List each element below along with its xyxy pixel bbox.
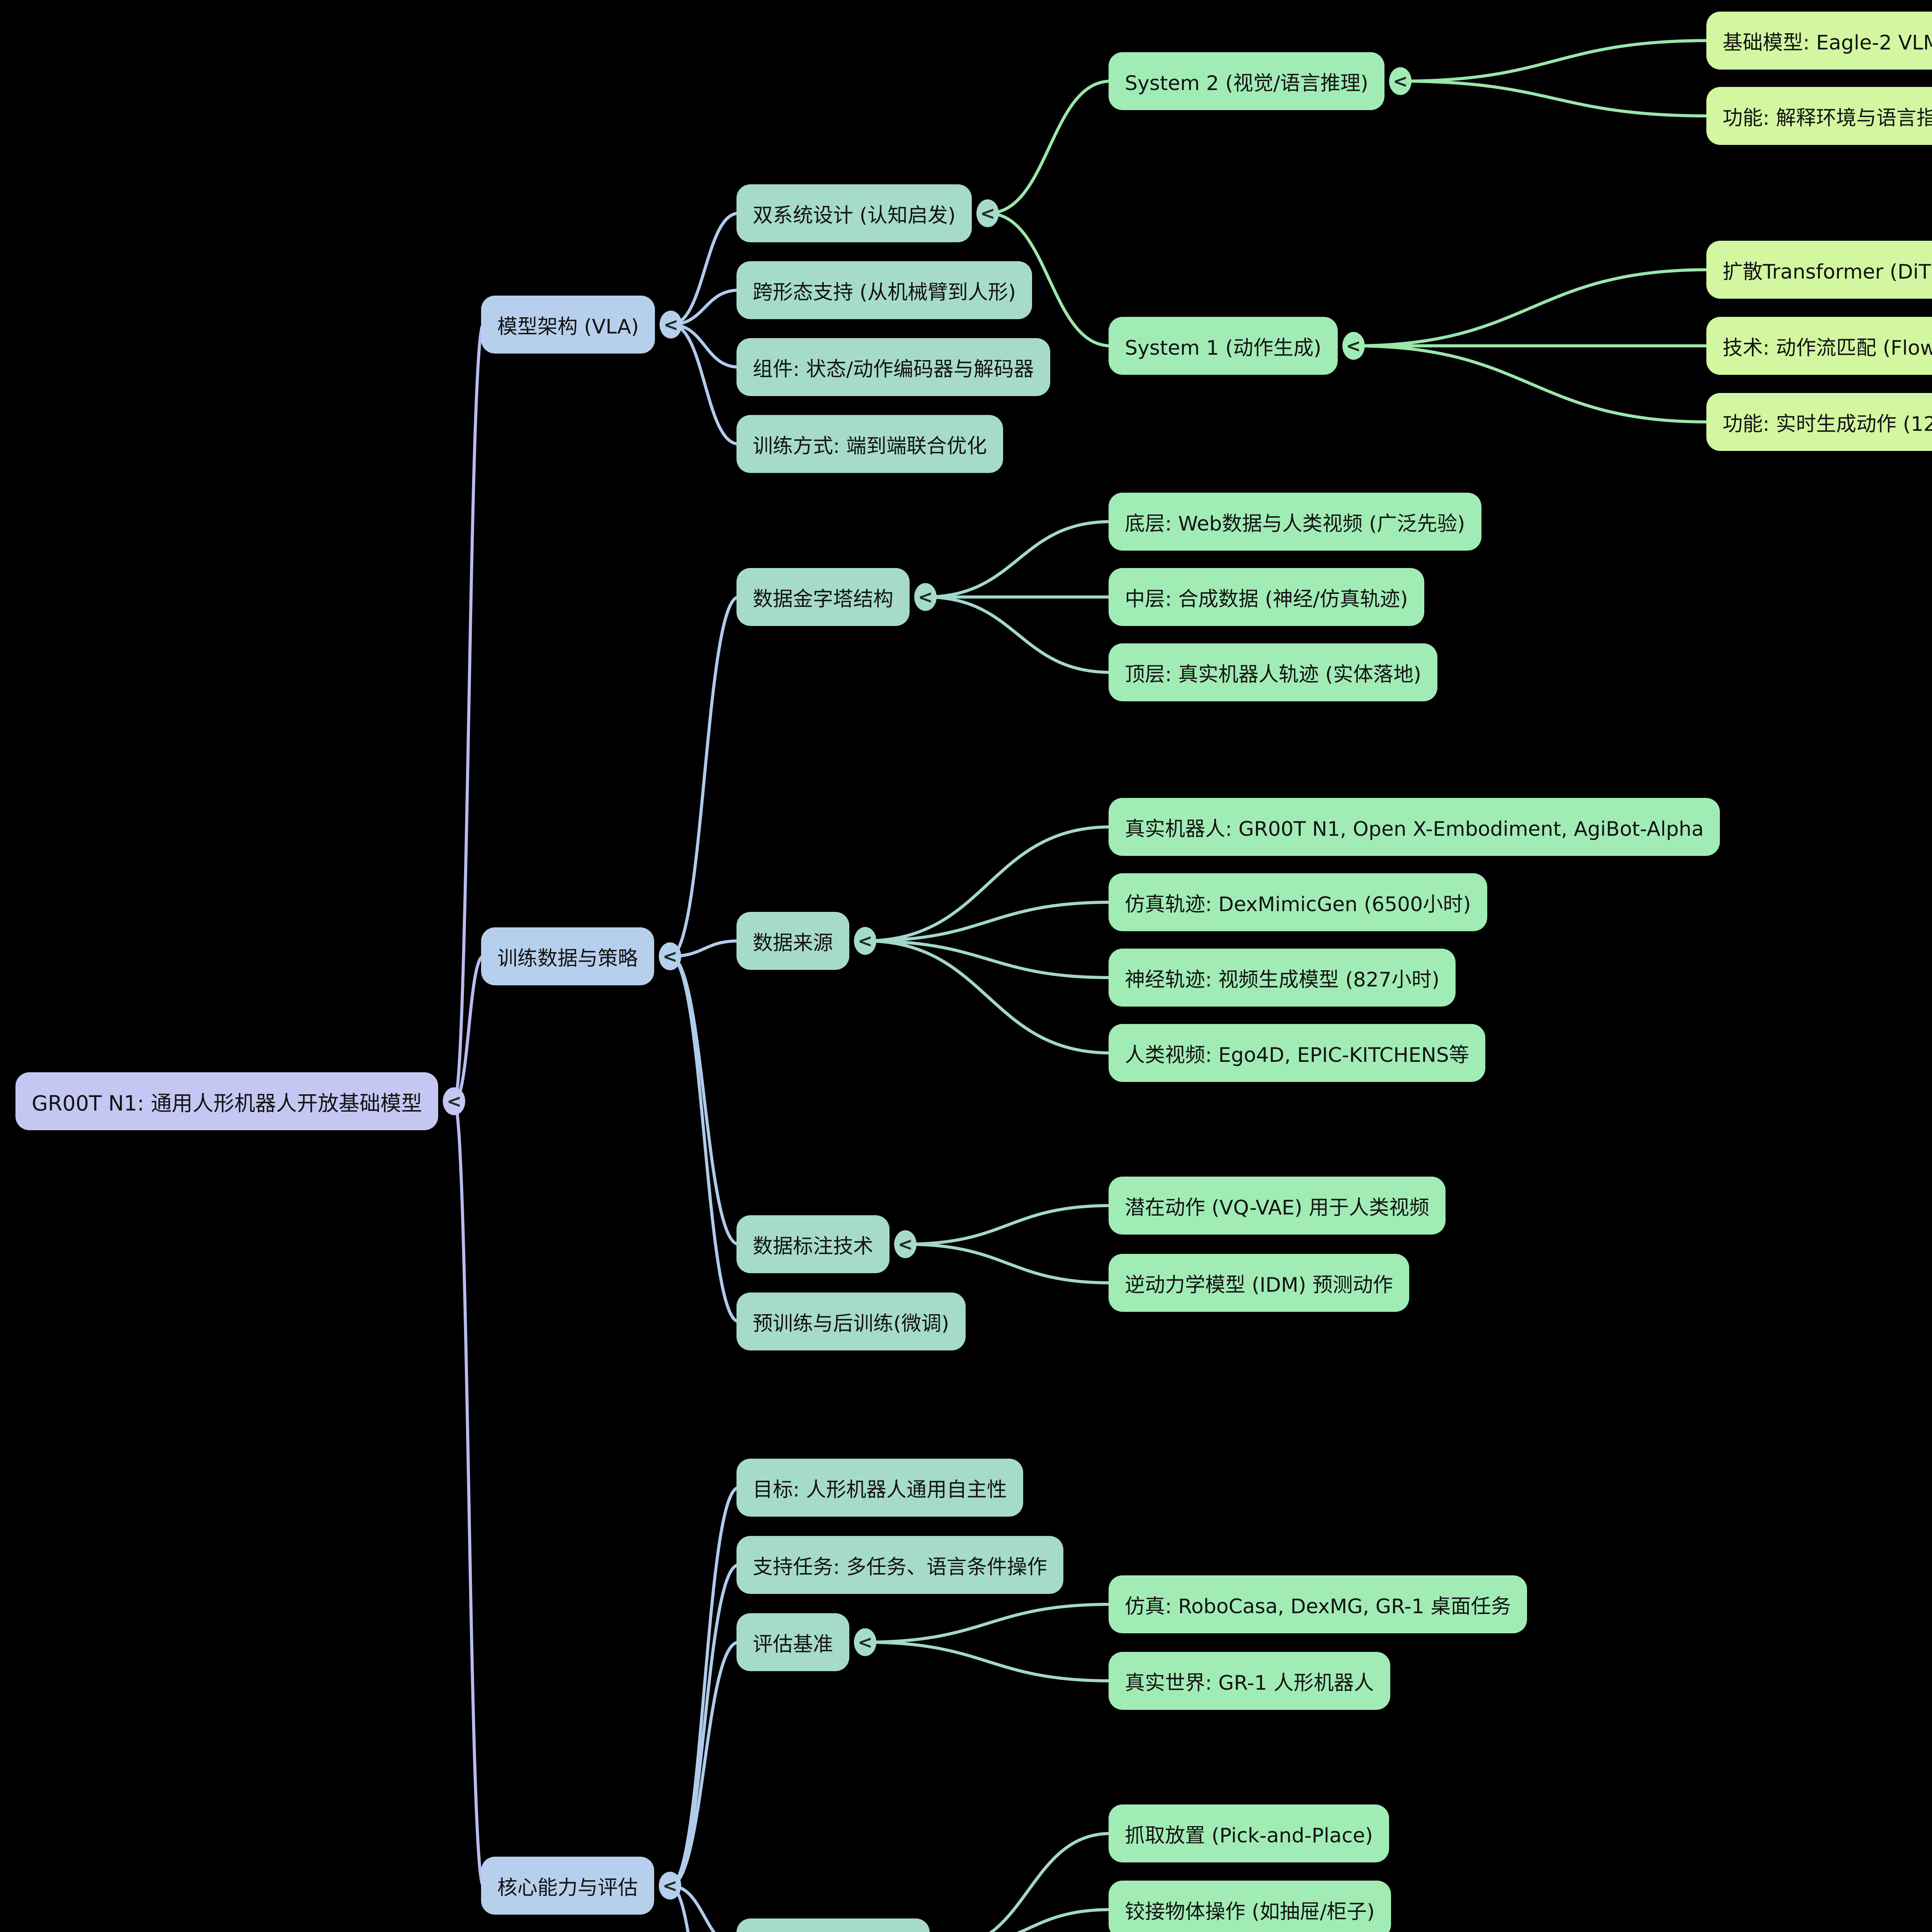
node-components[interactable]: 组件: 状态/动作编码器与解码器 xyxy=(736,338,1050,396)
node-label: 中层: 合成数据 (神经/仿真轨迹) xyxy=(1109,568,1424,626)
node-label: 目标: 人形机器人通用自主性 xyxy=(736,1459,1024,1517)
node-label: 跨形态支持 (从机械臂到人形) xyxy=(736,261,1032,319)
node-training-method[interactable]: 训练方式: 端到端联合优化 xyxy=(736,415,1003,473)
node-label: 基础模型: Eagle-2 VLM (1.34B) xyxy=(1706,12,1932,70)
collapse-icon[interactable]: < xyxy=(976,199,999,227)
node-label: 数据金字塔结构 xyxy=(736,568,910,626)
node-goal[interactable]: 目标: 人形机器人通用自主性 xyxy=(736,1459,1024,1517)
node-source-real-robots[interactable]: 真实机器人: GR00T N1, Open X-Embodiment, AgiB… xyxy=(1109,798,1720,856)
node-label: 人类视频: Ego4D, EPIC-KITCHENS等 xyxy=(1109,1024,1485,1082)
node-label: 底层: Web数据与人类视频 (广泛先验) xyxy=(1109,493,1481,551)
node-label: 支持任务: 多任务、语言条件操作 xyxy=(736,1536,1064,1594)
node-pick-and-place[interactable]: 抓取放置 (Pick-and-Place) xyxy=(1109,1804,1389,1862)
node-label: 仿真: RoboCasa, DexMG, GR-1 桌面任务 xyxy=(1109,1575,1527,1633)
node-label: 顶层: 真实机器人轨迹 (实体落地) xyxy=(1109,643,1438,701)
node-label: 核心能力与评估 xyxy=(481,1857,655,1915)
node-system2-function[interactable]: 功能: 解释环境与语言指令 (10Hz) xyxy=(1706,87,1932,145)
node-pyramid-middle[interactable]: 中层: 合成数据 (神经/仿真轨迹) xyxy=(1109,568,1424,626)
node-label: 预训练与后训练(微调) xyxy=(736,1293,966,1350)
node-system-2[interactable]: System 2 (视觉/语言推理) < xyxy=(1109,52,1412,110)
node-model-architecture[interactable]: 模型架构 (VLA) < xyxy=(481,296,682,354)
collapse-icon[interactable]: < xyxy=(443,1087,466,1115)
node-label: 功能: 解释环境与语言指令 (10Hz) xyxy=(1706,87,1932,145)
node-label: 功能: 实时生成动作 (120Hz) xyxy=(1706,393,1932,451)
node-dual-system-design[interactable]: 双系统设计 (认知启发) < xyxy=(736,184,999,242)
node-label: 数据来源 xyxy=(736,912,850,970)
node-pyramid-top[interactable]: 顶层: 真实机器人轨迹 (实体落地) xyxy=(1109,643,1438,701)
node-data-sources[interactable]: 数据来源 < xyxy=(736,912,877,970)
node-cross-embodiment[interactable]: 跨形态支持 (从机械臂到人形) xyxy=(736,261,1032,319)
node-root-label: GR00T N1: 通用人形机器人开放基础模型 xyxy=(15,1072,439,1130)
node-label: 真实世界: GR-1 人形机器人 xyxy=(1109,1652,1390,1710)
collapse-icon[interactable]: < xyxy=(854,927,877,955)
node-benchmark-real-world[interactable]: 真实世界: GR-1 人形机器人 xyxy=(1109,1652,1390,1710)
node-benchmark-simulation[interactable]: 仿真: RoboCasa, DexMG, GR-1 桌面任务 xyxy=(1109,1575,1527,1633)
node-source-human-videos[interactable]: 人类视频: Ego4D, EPIC-KITCHENS等 xyxy=(1109,1024,1485,1082)
node-system-1[interactable]: System 1 (动作生成) < xyxy=(1109,317,1365,375)
node-data-pyramid[interactable]: 数据金字塔结构 < xyxy=(736,568,937,626)
node-supported-tasks[interactable]: 支持任务: 多任务、语言条件操作 xyxy=(736,1536,1064,1594)
node-inverse-dynamics-model[interactable]: 逆动力学模型 (IDM) 预测动作 xyxy=(1109,1254,1409,1312)
node-source-neural-trajectories[interactable]: 神经轨迹: 视频生成模型 (827小时) xyxy=(1109,949,1456,1007)
node-articulated-object-manipulation[interactable]: 铰接物体操作 (如抽屉/柜子) xyxy=(1109,1881,1391,1932)
collapse-icon[interactable]: < xyxy=(1342,332,1365,360)
node-label: 真实世界任务类型 xyxy=(736,1918,930,1932)
node-label: 组件: 状态/动作编码器与解码器 xyxy=(736,338,1050,396)
node-pyramid-bottom[interactable]: 底层: Web数据与人类视频 (广泛先验) xyxy=(1109,493,1481,551)
node-data-annotation[interactable]: 数据标注技术 < xyxy=(736,1215,917,1273)
node-evaluation-benchmarks[interactable]: 评估基准 < xyxy=(736,1613,877,1671)
node-latent-actions-vqvae[interactable]: 潜在动作 (VQ-VAE) 用于人类视频 xyxy=(1109,1177,1446,1235)
node-system1-function[interactable]: 功能: 实时生成动作 (120Hz) xyxy=(1706,393,1932,451)
node-label: 训练数据与策略 xyxy=(481,927,655,985)
node-label: 逆动力学模型 (IDM) 预测动作 xyxy=(1109,1254,1409,1312)
node-label: 训练方式: 端到端联合优化 xyxy=(736,415,1003,473)
collapse-icon[interactable]: < xyxy=(914,583,937,611)
collapse-icon[interactable]: < xyxy=(854,1628,877,1656)
collapse-icon[interactable]: < xyxy=(894,1230,917,1258)
node-label: 抓取放置 (Pick-and-Place) xyxy=(1109,1804,1389,1862)
collapse-icon[interactable]: < xyxy=(1389,67,1412,95)
node-label: 双系统设计 (认知启发) xyxy=(736,184,972,242)
node-label: 技术: 动作流匹配 (Flow-matching) xyxy=(1706,317,1932,375)
node-pretrain-posttrain[interactable]: 预训练与后训练(微调) xyxy=(736,1293,966,1350)
node-training-data-strategy[interactable]: 训练数据与策略 < xyxy=(481,927,682,985)
node-label: System 1 (动作生成) xyxy=(1109,317,1338,375)
node-label: 数据标注技术 xyxy=(736,1215,890,1273)
node-source-sim-trajectories[interactable]: 仿真轨迹: DexMimicGen (6500小时) xyxy=(1109,873,1487,931)
node-label: 潜在动作 (VQ-VAE) 用于人类视频 xyxy=(1109,1177,1446,1235)
node-label: 评估基准 xyxy=(736,1613,850,1671)
node-label: System 2 (视觉/语言推理) xyxy=(1109,52,1385,110)
collapse-icon[interactable]: < xyxy=(659,942,682,970)
collapse-icon[interactable]: < xyxy=(659,1872,682,1900)
node-label: 铰接物体操作 (如抽屉/柜子) xyxy=(1109,1881,1391,1932)
node-diffusion-transformer[interactable]: 扩散Transformer (DiT) xyxy=(1706,241,1932,299)
node-root[interactable]: GR00T N1: 通用人形机器人开放基础模型 < xyxy=(15,1072,466,1130)
node-label: 神经轨迹: 视频生成模型 (827小时) xyxy=(1109,949,1456,1007)
node-foundation-model-eagle2[interactable]: 基础模型: Eagle-2 VLM (1.34B) xyxy=(1706,12,1932,70)
node-label: 扩散Transformer (DiT) xyxy=(1706,241,1932,299)
node-core-capabilities-evaluation[interactable]: 核心能力与评估 < xyxy=(481,1857,682,1915)
node-flow-matching[interactable]: 技术: 动作流匹配 (Flow-matching) xyxy=(1706,317,1932,375)
node-label: 模型架构 (VLA) xyxy=(481,296,655,354)
node-label: 真实机器人: GR00T N1, Open X-Embodiment, AgiB… xyxy=(1109,798,1720,856)
collapse-icon[interactable]: < xyxy=(660,311,682,338)
node-label: 仿真轨迹: DexMimicGen (6500小时) xyxy=(1109,873,1487,931)
node-real-world-task-types[interactable]: 真实世界任务类型 < xyxy=(736,1918,957,1932)
